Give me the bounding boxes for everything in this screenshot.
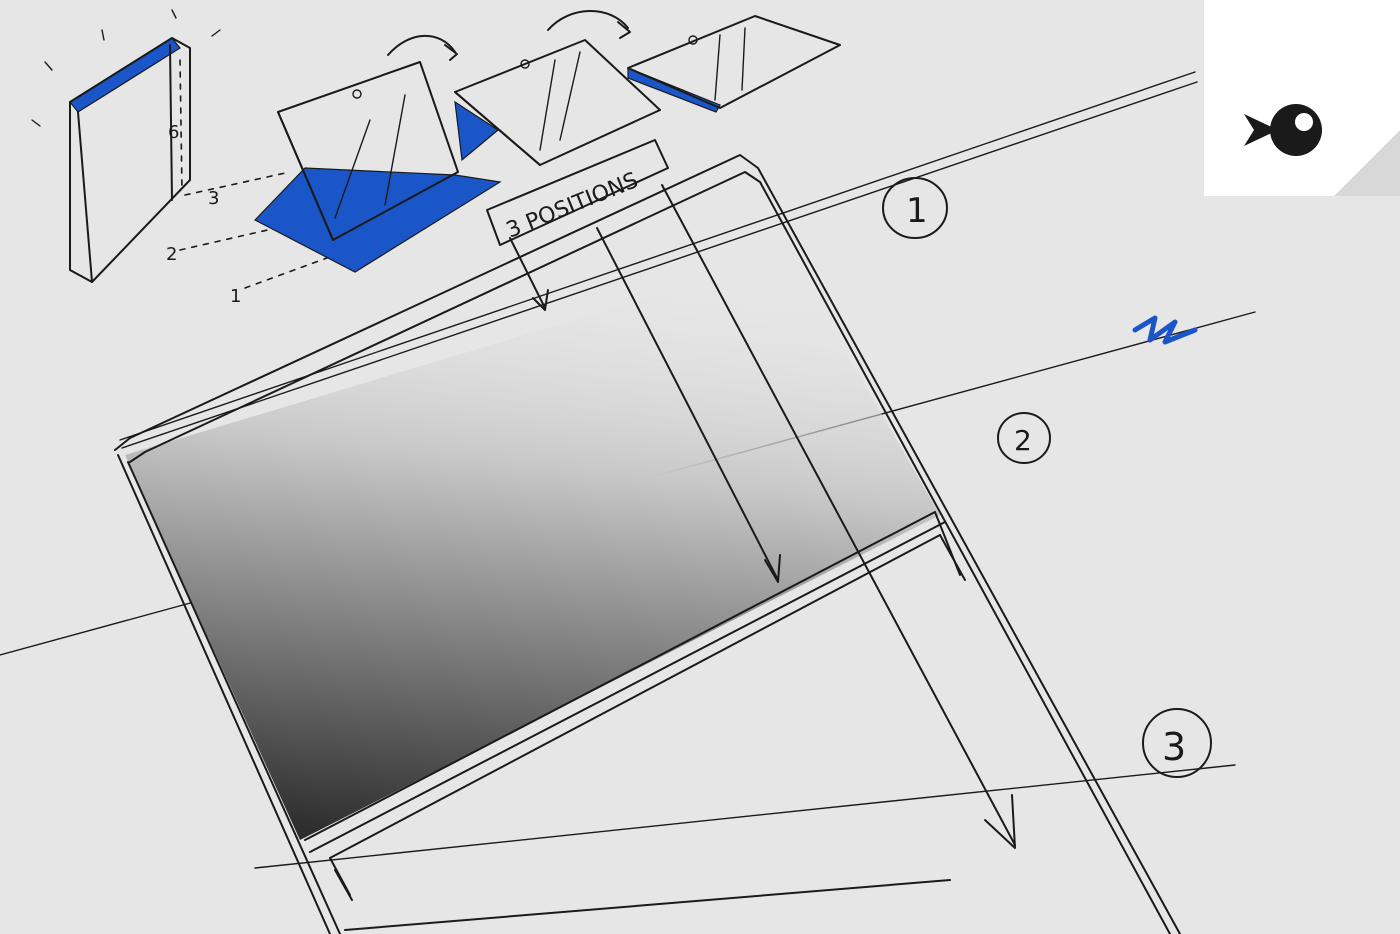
position-arrows bbox=[509, 184, 1016, 849]
tablet-screen-shading bbox=[125, 255, 940, 840]
large-tablet-outline bbox=[114, 154, 1181, 934]
closed-tablet-sketch: 6 bbox=[31, 9, 221, 283]
fish-logo-icon bbox=[1244, 104, 1322, 156]
stand-tablet-2 bbox=[454, 10, 661, 166]
stand-tablet-1 bbox=[254, 34, 502, 273]
corner-badge bbox=[1204, 0, 1400, 196]
label-1: 1 bbox=[230, 286, 241, 307]
step-3-label: 3 bbox=[1162, 725, 1186, 769]
label-2: 2 bbox=[166, 244, 177, 265]
label-3: 3 bbox=[208, 188, 219, 209]
step-2-label: 2 bbox=[1014, 424, 1032, 457]
label-6: 6 bbox=[168, 122, 179, 143]
positions-label-group: 3 POSITIONS bbox=[486, 139, 669, 246]
step-1-label: 1 bbox=[906, 191, 928, 231]
flat-tablet-3 bbox=[627, 15, 841, 113]
blue-squiggle bbox=[1132, 315, 1198, 345]
step-markers: 1 2 3 bbox=[882, 177, 1212, 778]
